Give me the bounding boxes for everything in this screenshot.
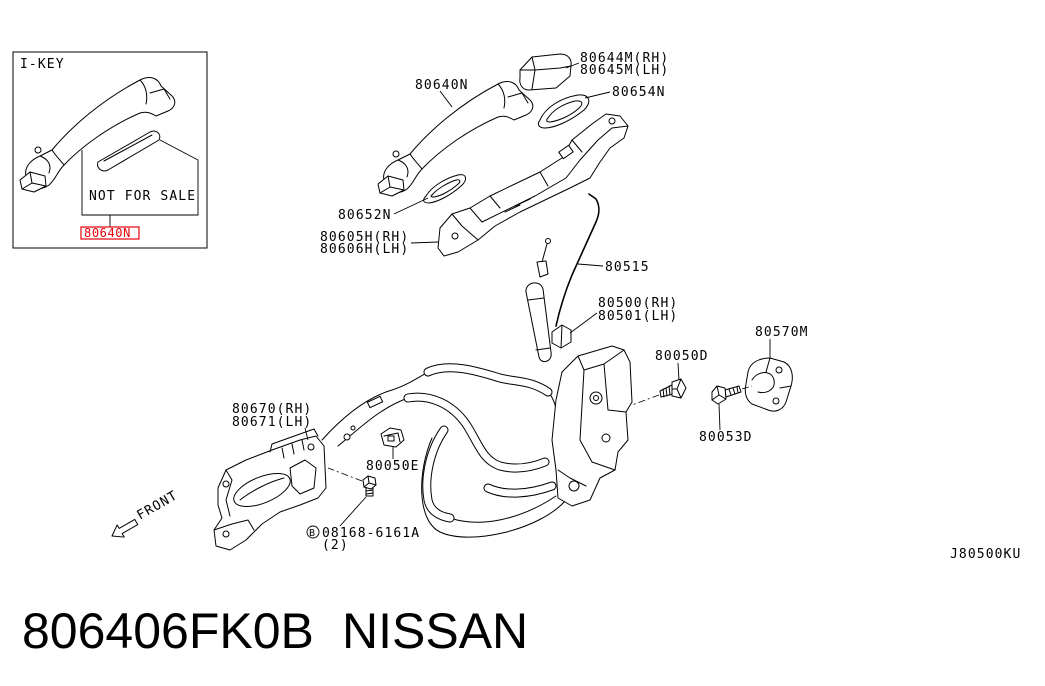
part-80644M-handle-cap <box>519 53 572 91</box>
inset-highlight-box <box>80 226 140 240</box>
part-80053D-screw <box>711 385 742 405</box>
caption-part-number: 806406FK0B <box>22 603 314 659</box>
cable-assembly <box>321 363 567 538</box>
part-80640N-outside-handle <box>377 81 534 197</box>
front-arrow-icon <box>111 518 139 538</box>
callout-80515: 80515 <box>605 260 650 275</box>
callout-80605H: 80605H(RH) <box>320 230 409 245</box>
inset-leader-lines <box>81 139 199 227</box>
inset-frame <box>12 51 208 249</box>
callout-80053D: 80053D <box>699 430 753 445</box>
leader-lines <box>304 62 771 527</box>
callout-80644M: 80644M(RH) <box>580 51 669 66</box>
inset-highlight-part: 80640N <box>84 226 131 240</box>
bolt-part-number: 08168-6161A <box>322 526 420 541</box>
part-80570M-striker <box>744 357 793 412</box>
callout-80050E: 80050E <box>366 459 420 474</box>
assembly-lines <box>327 385 753 482</box>
callout-80501: 80501(LH) <box>598 309 678 324</box>
part-80670-inside-handle <box>213 428 327 551</box>
inset-title: I-KEY <box>20 57 65 72</box>
callout-80570M: 80570M <box>755 325 809 340</box>
part-80605H-handle-bracket <box>437 113 629 257</box>
diagram-code: J80500KU <box>950 547 1021 562</box>
front-direction-indicator: FRONT <box>111 488 181 538</box>
callout-80606H: 80606H(LH) <box>320 242 409 257</box>
part-08168-6161A-bolt <box>362 475 377 497</box>
callout-80500: 80500(RH) <box>598 296 678 311</box>
callout-80670: 80670(RH) <box>232 402 312 417</box>
callout-80645M: 80645M(LH) <box>580 63 669 78</box>
bolt-prefix-circle <box>306 525 320 539</box>
inset-outside-handle <box>19 77 176 193</box>
outside-handle-cable <box>525 238 552 363</box>
part-80050E-clip <box>380 427 405 448</box>
part-80515-rod <box>555 193 600 327</box>
callout-80652N: 80652N <box>338 208 392 223</box>
inset-panel: I-KEY NOT FOR SALE 80640N <box>12 51 208 249</box>
callout-80654N: 80654N <box>612 85 666 100</box>
inset-note: NOT FOR SALE <box>89 189 196 204</box>
bolt-prefix: B <box>309 528 315 539</box>
caption-brand: NISSAN <box>342 603 528 659</box>
part-80500-door-lock <box>551 324 633 507</box>
callout-80671: 80671(LH) <box>232 415 312 430</box>
part-80652N-gasket <box>423 174 466 204</box>
callout-80050D: 80050D <box>655 349 709 364</box>
callout-80640N: 80640N <box>415 78 469 93</box>
part-80654N-gasket <box>537 94 590 129</box>
part-80050D-screw <box>659 378 687 399</box>
inset-handle-strip <box>97 130 161 172</box>
front-label: FRONT <box>135 488 181 523</box>
callout-08168-6161A: B 08168-6161A (2) <box>306 525 420 553</box>
bolt-quantity: (2) <box>322 538 349 553</box>
